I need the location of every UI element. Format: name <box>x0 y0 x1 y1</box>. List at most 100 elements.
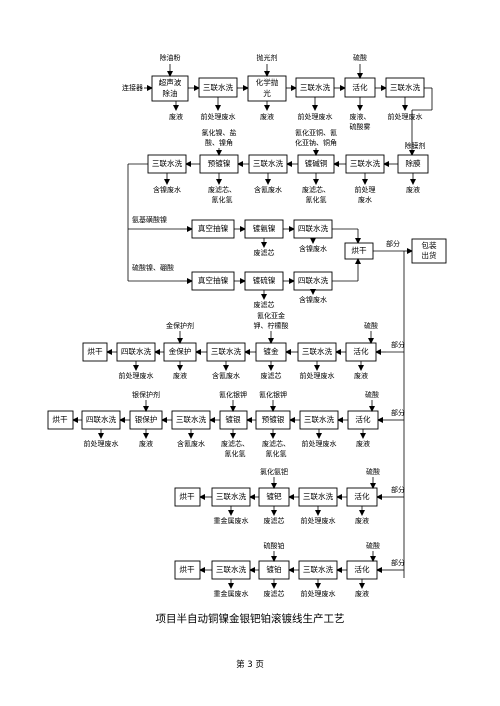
part-label: 部分 <box>391 485 405 494</box>
dry-box <box>174 560 201 580</box>
svg-text:三联水洗: 三联水洗 <box>303 491 334 501</box>
waste-label: 前处理废水 <box>388 112 423 121</box>
svg-text:烘干: 烘干 <box>179 491 195 501</box>
input-label: 氰化银钾 <box>219 390 247 399</box>
input-label: 氯化氨钯 <box>260 467 288 476</box>
input-label: 氰化亚金 <box>257 311 285 320</box>
waste-label: 含镍废水 <box>299 244 327 253</box>
waste-label: 废液 <box>260 112 274 121</box>
svg-text:三联水洗: 三联水洗 <box>152 158 183 168</box>
waste-label: 废液 <box>354 371 368 380</box>
gold-plating-row: 部分 活化 三联水洗 镀金 三联水洗 金保护 四联水洗 烘干 金保护剂 氰化亚金… <box>82 311 405 380</box>
waste-label: 前处理废水 <box>301 589 336 598</box>
svg-text:超声波: 超声波 <box>159 77 182 87</box>
branch-label: 氨基磺酸镍 <box>132 215 167 224</box>
row1-pretreatment: 连接器 超声波 除油 三联水洗 化学抛 光 三联水洗 活化 三联水洗 除油粉 抛… <box>122 53 433 156</box>
input-label: 抛光剂 <box>257 53 278 62</box>
svg-text:三联水洗: 三联水洗 <box>216 564 247 574</box>
svg-text:镀金: 镀金 <box>263 346 279 356</box>
svg-text:除油: 除油 <box>162 88 177 98</box>
dry-box <box>47 410 74 430</box>
input-label: 酸、镍角 <box>205 138 233 147</box>
waste-label: 废滤芯、 <box>208 185 236 194</box>
figure-caption: 项目半自动铜镍金银钯铂滚镀线生产工艺 <box>156 612 345 625</box>
waste-label: 废液、 <box>350 112 371 121</box>
part-label: 部分 <box>386 239 400 248</box>
page-number: 第 3 页 <box>236 659 264 670</box>
input-label: 硫酸 <box>364 321 378 330</box>
svg-text:真空抽镍: 真空抽镍 <box>198 275 229 285</box>
svg-text:三联水洗: 三联水洗 <box>211 346 242 356</box>
waste-label: 废滤芯 <box>254 248 275 257</box>
svg-text:镀银: 镀银 <box>225 414 241 424</box>
input-label: 化亚钠、铜角 <box>295 138 337 147</box>
row3-nickel-branches: 氨基磺酸镍 真空抽镍 镀氨镍 四联水洗 废滤芯 含镍废水 烘干 部分 包装 出货… <box>128 215 447 578</box>
svg-text:烘干: 烘干 <box>351 245 367 255</box>
ultrasonic-degrease-box <box>151 75 189 102</box>
input-label: 氰化亚铜、氰 <box>295 128 337 137</box>
svg-text:三联水洗: 三联水洗 <box>300 82 331 92</box>
svg-text:三联水洗: 三联水洗 <box>303 564 334 574</box>
svg-text:三联水洗: 三联水洗 <box>253 158 284 168</box>
svg-text:四联水洗: 四联水洗 <box>298 223 329 233</box>
waste-label: 废滤芯、 <box>262 439 290 448</box>
svg-text:包装: 包装 <box>421 240 437 250</box>
palladium-plating-row: 部分 活化 三联水洗 镀钯 三联水洗 烘干 氯化氨钯 硫酸 重金属废水 废滤芯 … <box>174 467 405 525</box>
waste-label: 硫酸雾 <box>350 122 371 131</box>
svg-text:预镀银: 预镀银 <box>262 414 285 424</box>
input-label: 除膜剂 <box>405 141 426 150</box>
input-label: 硫酸 <box>365 390 379 399</box>
waste-label: 废液 <box>169 112 183 121</box>
svg-text:活化: 活化 <box>353 346 369 356</box>
svg-text:活化: 活化 <box>352 82 368 92</box>
svg-text:光: 光 <box>263 88 271 98</box>
waste-label: 含镍废水 <box>153 185 181 194</box>
svg-text:镀铂: 镀铂 <box>266 564 281 574</box>
svg-text:烘干: 烘干 <box>179 564 195 574</box>
waste-label: 废滤芯 <box>254 300 275 309</box>
waste-label: 废水 <box>358 195 372 204</box>
waste-label: 前处理废水 <box>119 371 154 380</box>
silver-plating-row: 部分 活化 三联水洗 预镀银 镀银 三联水洗 银保护 四联水洗 烘干 银保护剂 … <box>47 390 405 458</box>
svg-text:三联水洗: 三联水洗 <box>390 82 421 92</box>
waste-label: 废滤芯、 <box>221 439 249 448</box>
svg-text:三联水洗: 三联水洗 <box>216 491 247 501</box>
waste-label: 前处理废水 <box>201 112 236 121</box>
part-label: 部分 <box>391 408 405 417</box>
platinum-plating-row: 部分 活化 三联水洗 镀铂 三联水洗 烘干 硫酸铂 硫酸 重金属废水 废滤芯 前… <box>174 541 405 598</box>
waste-label: 废液 <box>355 516 369 525</box>
input-label: 银保护剂 <box>132 390 160 399</box>
input-label: 硫酸铂 <box>264 541 285 550</box>
svg-text:四联水洗: 四联水洗 <box>86 414 117 424</box>
part-label: 部分 <box>391 558 405 567</box>
svg-text:出货: 出货 <box>421 250 437 260</box>
waste-label: 重金属废水 <box>214 589 249 598</box>
input-label: 金保护剂 <box>166 321 194 330</box>
waste-label: 前处理废水 <box>300 371 335 380</box>
svg-text:真空抽镍: 真空抽镍 <box>198 223 229 233</box>
input-label: 硫酸 <box>353 53 367 62</box>
waste-label: 重金属废水 <box>214 516 249 525</box>
waste-label: 前处理废水 <box>298 112 333 121</box>
waste-label: 废滤芯 <box>264 589 285 598</box>
svg-text:预镀镍: 预镀镍 <box>208 158 231 168</box>
waste-label: 废液 <box>355 589 369 598</box>
svg-text:烘干: 烘干 <box>87 346 103 356</box>
svg-text:金保护: 金保护 <box>169 346 192 356</box>
svg-text:活化: 活化 <box>354 564 370 574</box>
input-label: 除油粉 <box>160 53 181 62</box>
waste-label: 前处理废水 <box>302 439 337 448</box>
svg-text:镀碱铜: 镀碱铜 <box>305 158 328 168</box>
svg-text:化学抛: 化学抛 <box>256 77 279 87</box>
waste-label: 废滤芯 <box>261 371 282 380</box>
waste-label: 氰化氢 <box>266 449 287 458</box>
svg-text:银保护: 银保护 <box>135 414 158 424</box>
svg-text:镀钯: 镀钯 <box>266 491 282 501</box>
input-label: 硫酸 <box>366 467 380 476</box>
part-label: 部分 <box>391 340 405 349</box>
dry-box <box>82 342 108 362</box>
svg-text:三联水洗: 三联水洗 <box>176 414 207 424</box>
waste-label: 氰化氢 <box>306 195 327 204</box>
branch-label: 硫酸镍、硼酸 <box>132 263 174 272</box>
